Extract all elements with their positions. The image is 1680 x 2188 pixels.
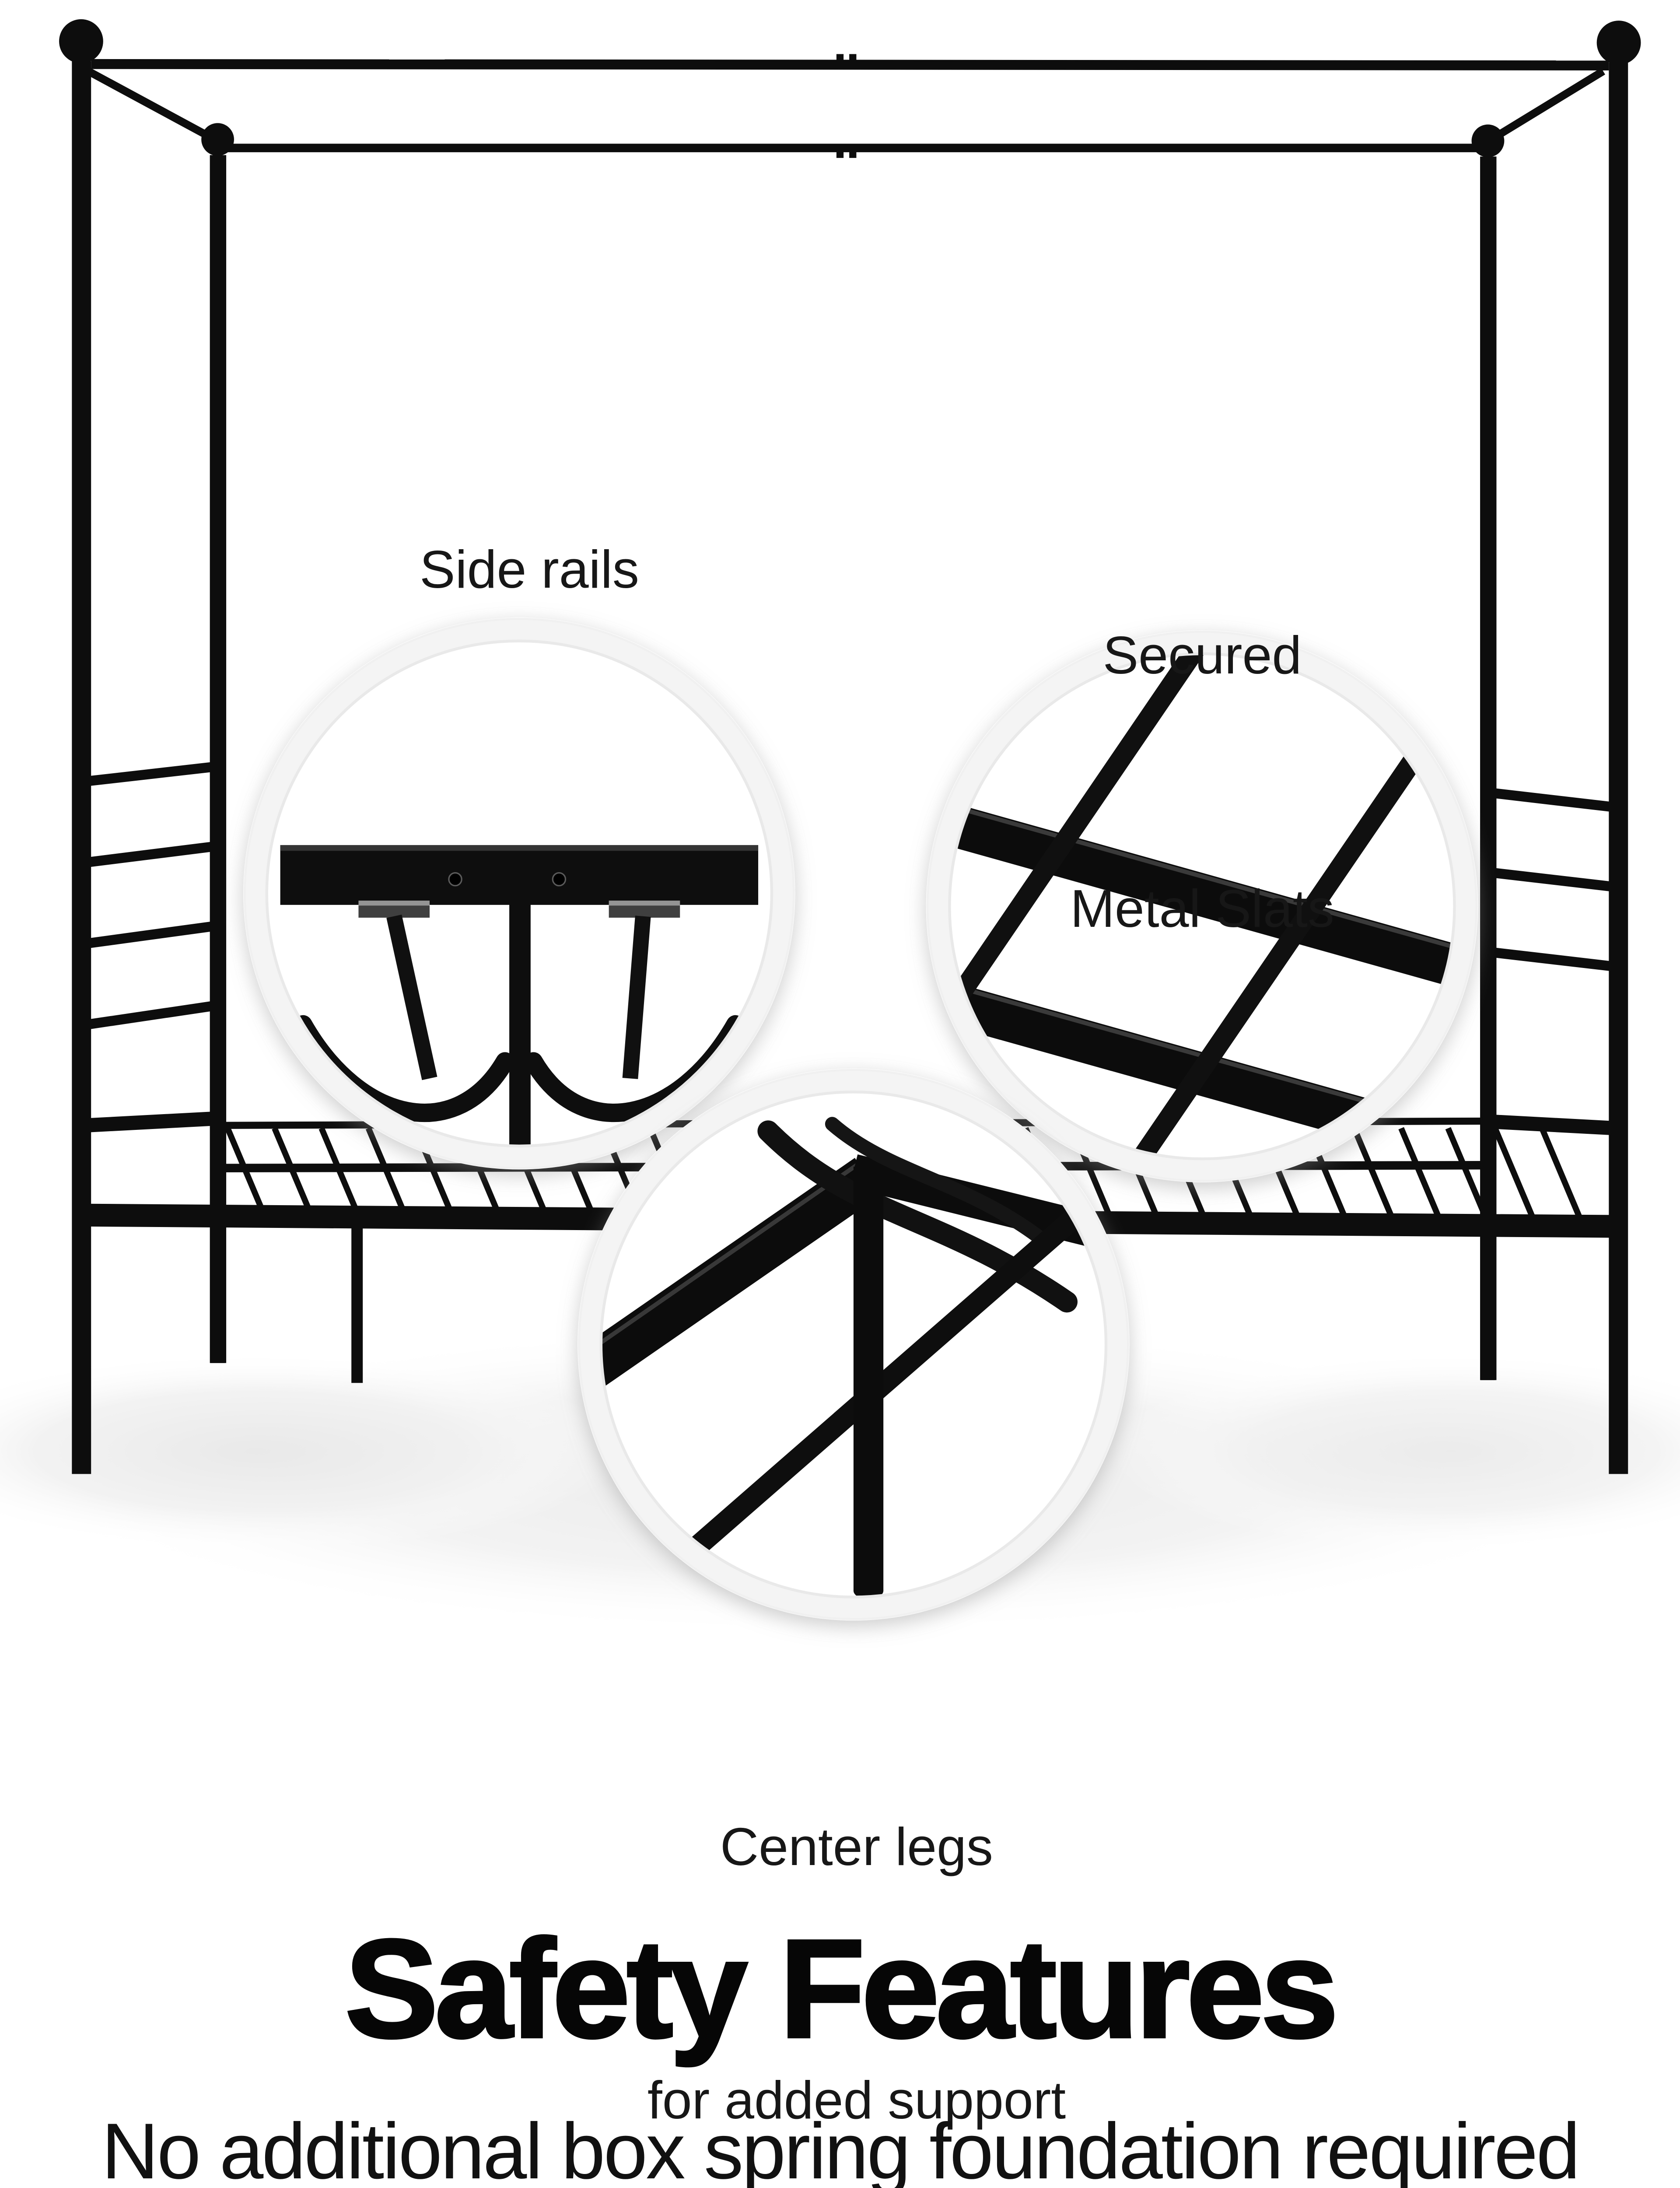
slat-support-leg <box>1480 1229 1495 1380</box>
zoom-circle-center-legs <box>578 1068 1130 1621</box>
post-back-right <box>1609 63 1628 1474</box>
callout-label-line: Secured <box>1102 625 1302 685</box>
finial-ball <box>1471 124 1505 158</box>
slat-support-leg <box>210 1224 225 1363</box>
callout-label-line: for added support <box>647 2070 1066 2130</box>
callout-label-line: Metal Slats <box>1070 879 1334 938</box>
slat-bar <box>1445 1127 1490 1221</box>
finial-ball <box>201 123 234 156</box>
callout-label-metal-slats: Secured Metal Slats <box>852 444 1552 1120</box>
slat-bar <box>318 1127 363 1221</box>
post-back-left <box>72 61 91 1474</box>
page-title: Safety Features <box>343 1910 1340 2067</box>
page-subtitle: No additional box spring foundation requ… <box>101 2107 1580 2188</box>
slat-bar <box>225 1127 269 1221</box>
zoom-circle-metal-slats <box>926 630 1478 1182</box>
bed-posts <box>59 19 1641 1474</box>
finial-ball <box>1596 21 1641 65</box>
zoom-circle-side-rails <box>243 617 795 1170</box>
slat-bar <box>272 1127 316 1221</box>
callout-label-line: Center legs <box>720 1817 993 1876</box>
slat-support-leg <box>351 1224 363 1383</box>
slat-bar <box>1539 1127 1583 1221</box>
callout-label-center-legs: Center legs for added support <box>507 1636 1207 2188</box>
canopy-frame <box>86 54 1609 158</box>
slat-bar <box>1398 1127 1442 1221</box>
post-front-left <box>210 155 227 1363</box>
finial-ball <box>59 19 103 63</box>
callout-label-side-rails: Side rails <box>420 540 639 599</box>
slat-bar <box>365 1127 410 1221</box>
slat-bar <box>1492 1127 1536 1221</box>
footboard <box>1482 787 1617 1136</box>
headboard <box>85 762 221 1133</box>
post-front-right <box>1480 156 1497 1380</box>
slat-bar <box>1351 1127 1396 1221</box>
